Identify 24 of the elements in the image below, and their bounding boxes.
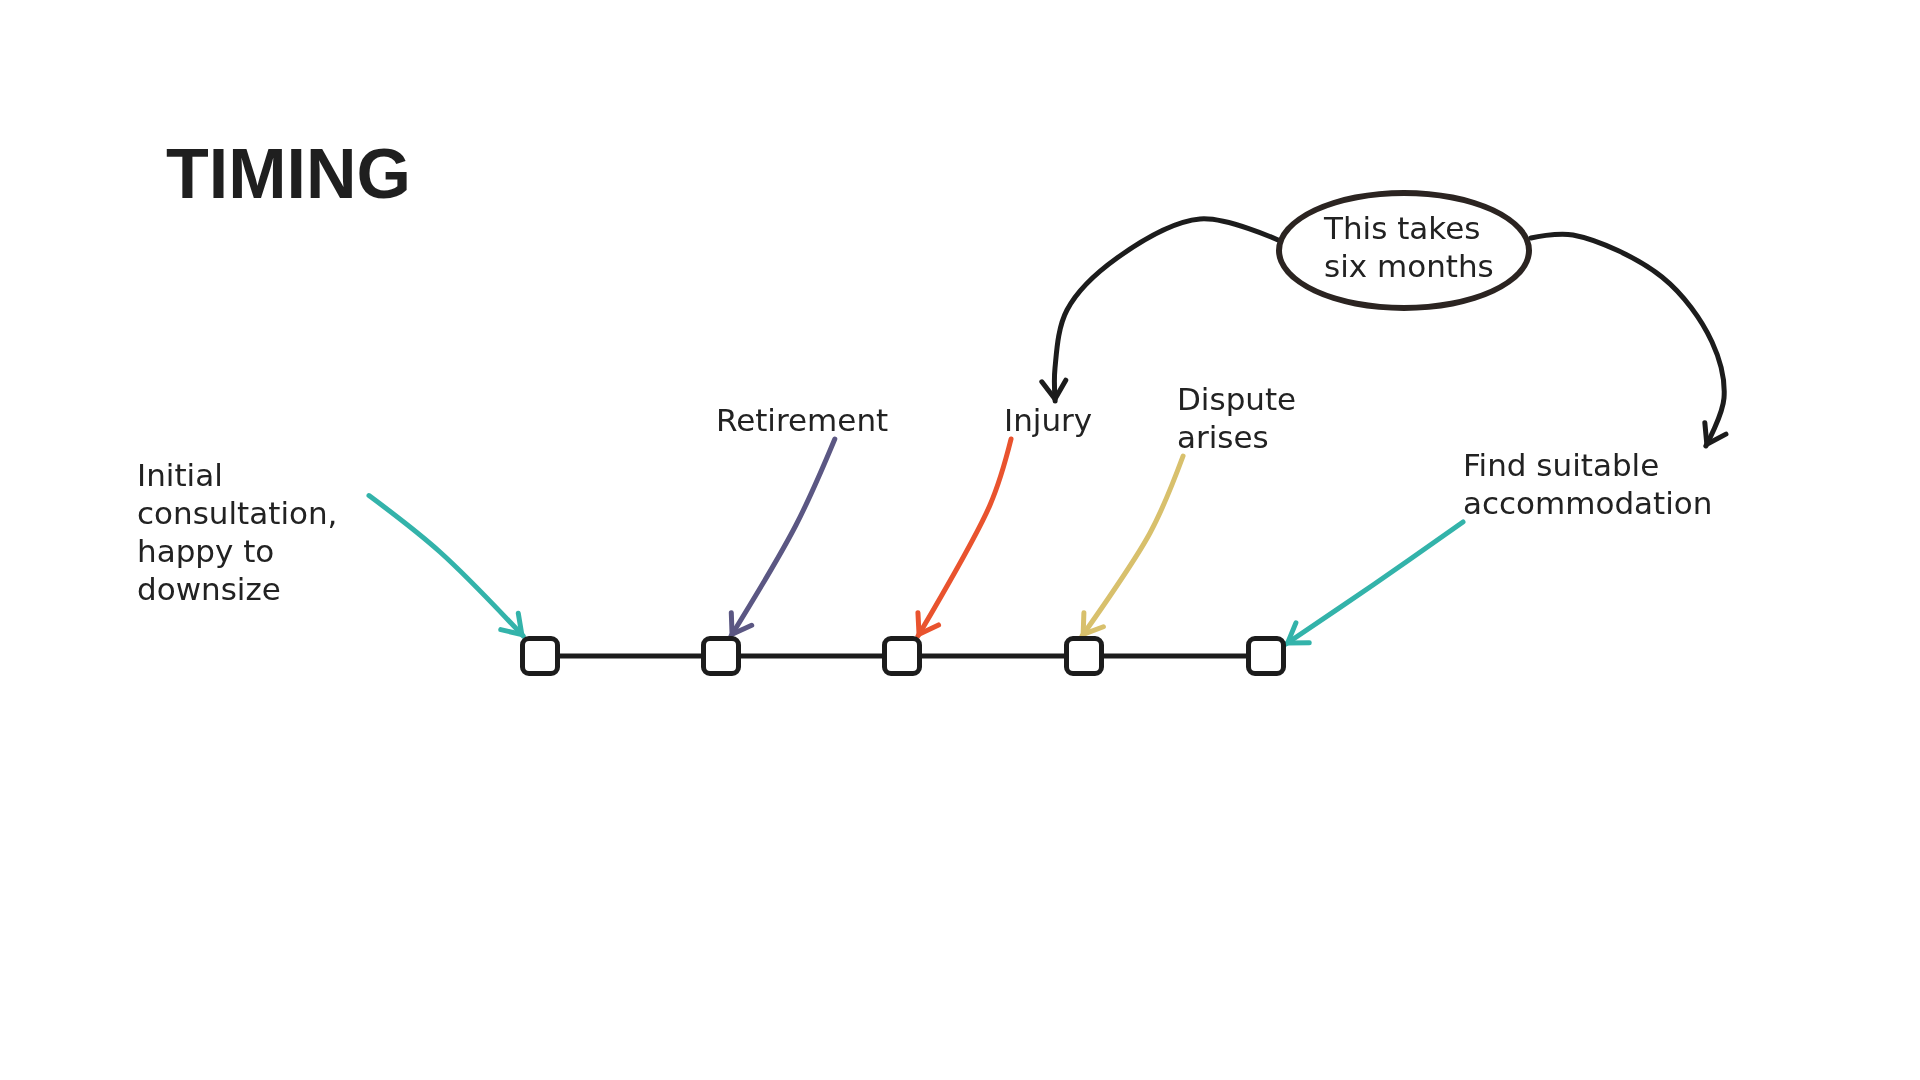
timeline-marker — [1064, 636, 1104, 676]
arrow — [1039, 216, 1281, 404]
timeline-marker — [1246, 636, 1286, 676]
arrow — [366, 493, 526, 639]
connector-line — [919, 653, 1067, 659]
timeline-marker — [882, 636, 922, 676]
arrow — [1528, 231, 1729, 449]
event-label: Dispute arises — [1177, 380, 1312, 456]
arrow — [1283, 519, 1466, 647]
timeline-marker — [701, 636, 741, 676]
connector-line — [1101, 653, 1249, 659]
oval-text: This takes six months — [1324, 208, 1495, 285]
event-label: Injury — [1004, 401, 1093, 439]
connector-line — [738, 653, 885, 659]
oval-outline — [1276, 190, 1532, 311]
connector-line — [557, 653, 704, 659]
event-label: Initial consultation, happy to downsize — [137, 456, 369, 608]
timeline-marker — [520, 636, 560, 676]
arrow — [728, 436, 838, 639]
arrow — [915, 436, 1014, 639]
event-label: Find suitable accommodation — [1463, 446, 1725, 522]
diagram-title: TIMING — [166, 139, 411, 209]
arrow — [1079, 453, 1186, 639]
event-label: Retirement — [716, 401, 889, 439]
